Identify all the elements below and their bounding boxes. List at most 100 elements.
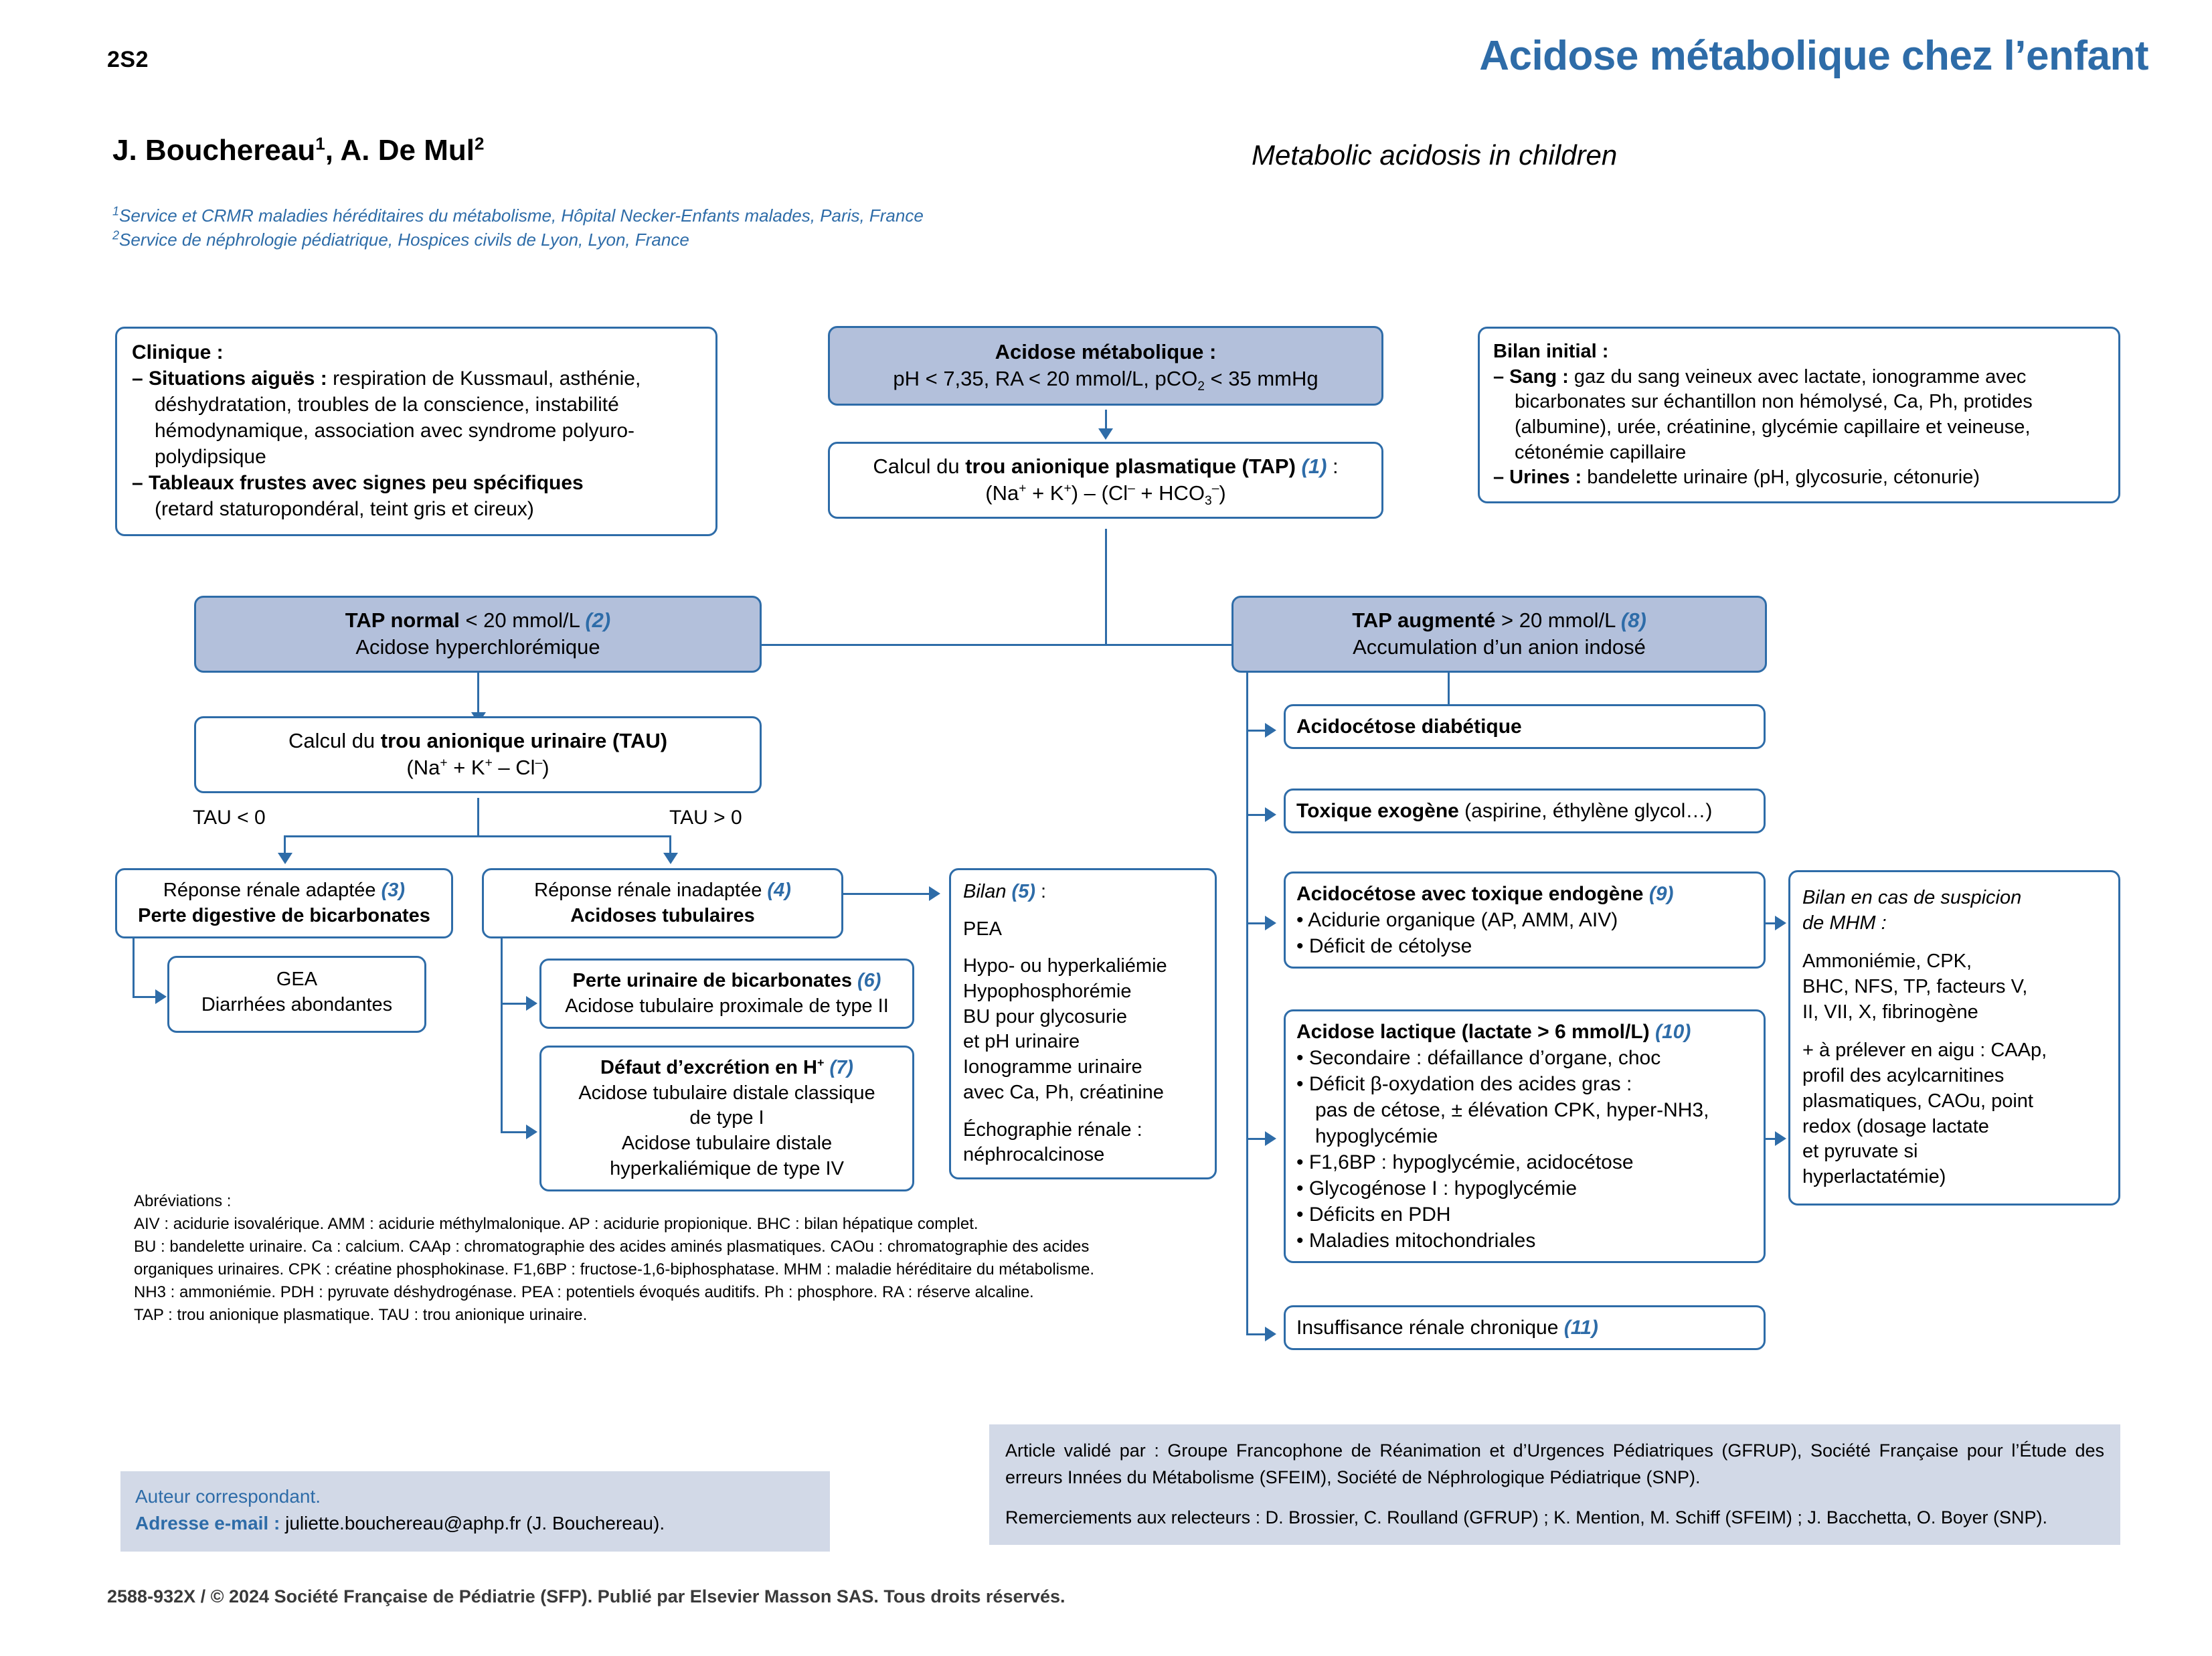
connector-tapaug-stem [1246,665,1248,1335]
reponse-renale-adaptee-box: Réponse rénale adaptée (3) Perte digesti… [115,868,453,939]
arrow-right-defaut-excretion [526,1125,537,1139]
bilan-initial-sang-label: – Sang : [1493,365,1569,388]
arrow-right-bilan5 [929,886,940,901]
defaut-excretion-ref: (7) [829,1057,853,1078]
acidose-metabolique-box: Acidose métabolique : pH < 7,35, RA < 20… [828,326,1383,406]
connector-tapcalc-stem [1105,529,1107,646]
bilan5-ref: (5) [1011,881,1035,902]
tap-augmente-box: TAP augmenté > 20 mmol/L (8) Accumulatio… [1231,596,1767,673]
abbreviations-line: organiques urinaires. CPK : créatine pho… [134,1260,1094,1279]
connector-taucalc-stem [477,798,479,837]
reponse-inadaptee-title: Réponse rénale inadaptée (4) [489,878,836,904]
connector-inadaptee-to-defaut-h [501,1131,527,1133]
tap-augmente-sub: Accumulation d’un anion indosé [1353,635,1646,659]
email-address[interactable]: juliette.bouchereau@aphp.fr (J. Bouchere… [280,1512,665,1534]
arrow-right-acidocetose-diabetique [1265,723,1276,738]
tap-augmente-ref: (8) [1620,608,1646,632]
connector-tapaug-to-diab [1246,730,1266,732]
page-title-fr: Acidose métabolique chez l’enfant [1479,33,2148,79]
tap-calcul-bold: trou anionique plasmatique (TAP) [965,454,1296,478]
reponse-renale-inadaptee-box: Réponse rénale inadaptée (4) Acidoses tu… [482,868,843,939]
page-title-en: Metabolic acidosis in children [1252,139,1618,171]
author-1: J. Bouchereau [112,134,316,167]
acidocetose-diabetique-box: Acidocétose diabétique [1284,704,1766,749]
acidose-lactique-item: • Déficit β-oxydation des acides gras : [1296,1073,1632,1095]
defaut-excretion-title-text: Défaut d’excrétion en H+ [600,1056,825,1078]
acidose-criteria-post: < 35 mmHg [1204,367,1318,391]
defaut-excretion-title-pre: Défaut d’excrétion en H [600,1057,817,1078]
affiliation-1-text: Service et CRMR maladies héréditaires du… [119,205,924,226]
bilan5-line: BU pour glycosurie [963,1005,1127,1027]
affiliation-1: 1Service et CRMR maladies héréditaires d… [112,204,924,228]
connector-tau-left-drop [284,835,286,854]
tap-augmente-value: > 20 mmol/L [1495,608,1621,632]
tap-calcul-formula: (Na+ + K+) – (Cl– + HCO3–) [985,481,1226,509]
connector-tap-split-bar [477,644,1449,646]
tap-normal-ref: (2) [585,608,611,632]
clinique-item-2: – Tableaux frustes avec signes peu spéci… [132,470,701,522]
bilan-initial-urines: – Urines : bandelette urinaire (pH, glyc… [1493,465,2105,491]
acidocetose-endogene-title-text: Acidocétose avec toxique endogène [1296,883,1649,905]
perte-urinaire-title: Perte urinaire de bicarbonates (6) [547,969,907,994]
tap-normal-value: < 20 mmol/L [459,608,586,632]
connector-tapaug-to-irc [1246,1333,1266,1335]
bilan5-title: Bilan (5) : [963,880,1203,905]
reponse-adaptee-title-text: Réponse rénale adaptée [163,880,381,901]
bilan-mhm-line: redox (dosage lactate [1802,1115,1989,1137]
copyright-line: 2588-932X / © 2024 Société Française de … [107,1586,1066,1606]
perte-urinaire-ref: (6) [857,970,881,991]
validation-block: Article validé par : Groupe Francophone … [989,1424,2120,1545]
connector-adaptee-to-gea-h [133,996,157,998]
bilan5-echo-line-1: Échographie rénale : [963,1119,1142,1141]
defaut-excretion-line-1: Acidose tubulaire distale classique [578,1082,875,1104]
auteur-correspondant-block: Auteur correspondant. Adresse e-mail : j… [120,1471,830,1552]
tap-augmente-label: TAP augmenté [1352,608,1496,632]
bilan-mhm-line: plasmatiques, CAOu, point [1802,1090,2033,1112]
acidocetose-endogene-item: • Acidurie organique (AP, AMM, AIV) [1296,909,1618,931]
connector-endo-to-mhm [1766,922,1776,924]
connector-tapaug-to-endo [1246,922,1266,924]
perte-urinaire-title-text: Perte urinaire de bicarbonates [572,970,858,991]
acidocetose-endogene-title: Acidocétose avec toxique endogène (9) [1296,881,1753,907]
reponse-inadaptee-ref: (4) [767,880,791,901]
connector-tau-right-drop [669,835,671,854]
tap-calcul-post: : [1327,454,1339,478]
arrow-right-bilan-mhm-top [1775,916,1786,930]
defaut-excretion-title: Défaut d’excrétion en H+ (7) [547,1056,907,1081]
bilan-mhm-line: hyperlactatémie) [1802,1165,1946,1187]
bilan-mhm-line: + à prélever en aigu : CAAp, [1802,1040,2047,1062]
bilan5-title-text: Bilan [963,881,1012,902]
tap-normal-header: TAP normal < 20 mmol/L (2) [203,607,753,634]
toxique-exogene-detail: (aspirine, éthylène glycol…) [1458,800,1713,822]
clinique-item-1-text: respiration de Kussmaul, asthénie, déshy… [155,367,641,468]
toxique-exogene-box: Toxique exogène (aspirine, éthylène glyc… [1284,789,1766,833]
defaut-excretion-title-sup: + [817,1056,825,1070]
reponse-adaptee-ref: (3) [381,880,406,901]
abbreviations-line: NH3 : ammoniémie. PDH : pyruvate déshydr… [134,1283,1034,1302]
arrow-down-tapcalc [1098,428,1113,440]
arrow-right-acidose-lactique [1265,1131,1276,1146]
tap-normal-sub: Acidose hyperchlorémique [355,635,600,659]
reponse-inadaptee-title-text: Réponse rénale inadaptée [534,880,768,901]
acidose-lactique-item-sub: hypoglycémie [1315,1125,1438,1147]
bilan-5-box: Bilan (5) : PEA Hypo- ou hyperkaliémie H… [949,868,1217,1179]
abbreviations-block: Abréviations : AIV : acidurie isovalériq… [134,1190,1231,1327]
tap-calcul-ref: (1) [1301,454,1327,478]
insuffisance-renale-label: Insuffisance rénale chronique [1296,1317,1564,1339]
author-2: , A. De Mul [325,134,475,167]
bilan-initial-title: Bilan initial : [1493,341,1609,362]
validation-paragraph-1: Article validé par : Groupe Francophone … [1005,1440,2104,1487]
bilan-initial-sang-text: gaz du sang veineux avec lactate, ionogr… [1515,365,2033,463]
author-2-affil-marker: 2 [474,133,485,154]
authors-line: J. Bouchereau1, A. De Mul2 [112,134,484,167]
connector-acidose-to-tapcalc [1105,410,1107,430]
tap-normal-label: TAP normal [345,608,460,632]
affiliation-2-marker: 2 [112,228,120,242]
affiliations: 1Service et CRMR maladies héréditaires d… [112,204,924,252]
acidocetose-diabetique-label: Acidocétose diabétique [1296,716,1522,738]
acidose-criteria-pre: pH < 7,35, RA < 20 mmol/L, pCO [893,367,1198,391]
bilan5-line: Hypo- ou hyperkaliémie [963,955,1167,977]
tap-augmente-header: TAP augmenté > 20 mmol/L (8) [1240,607,1758,634]
bilan-mhm-title-line-2: de MHM : [1802,912,1887,934]
arrow-right-insuffisance-renale [1265,1327,1276,1341]
